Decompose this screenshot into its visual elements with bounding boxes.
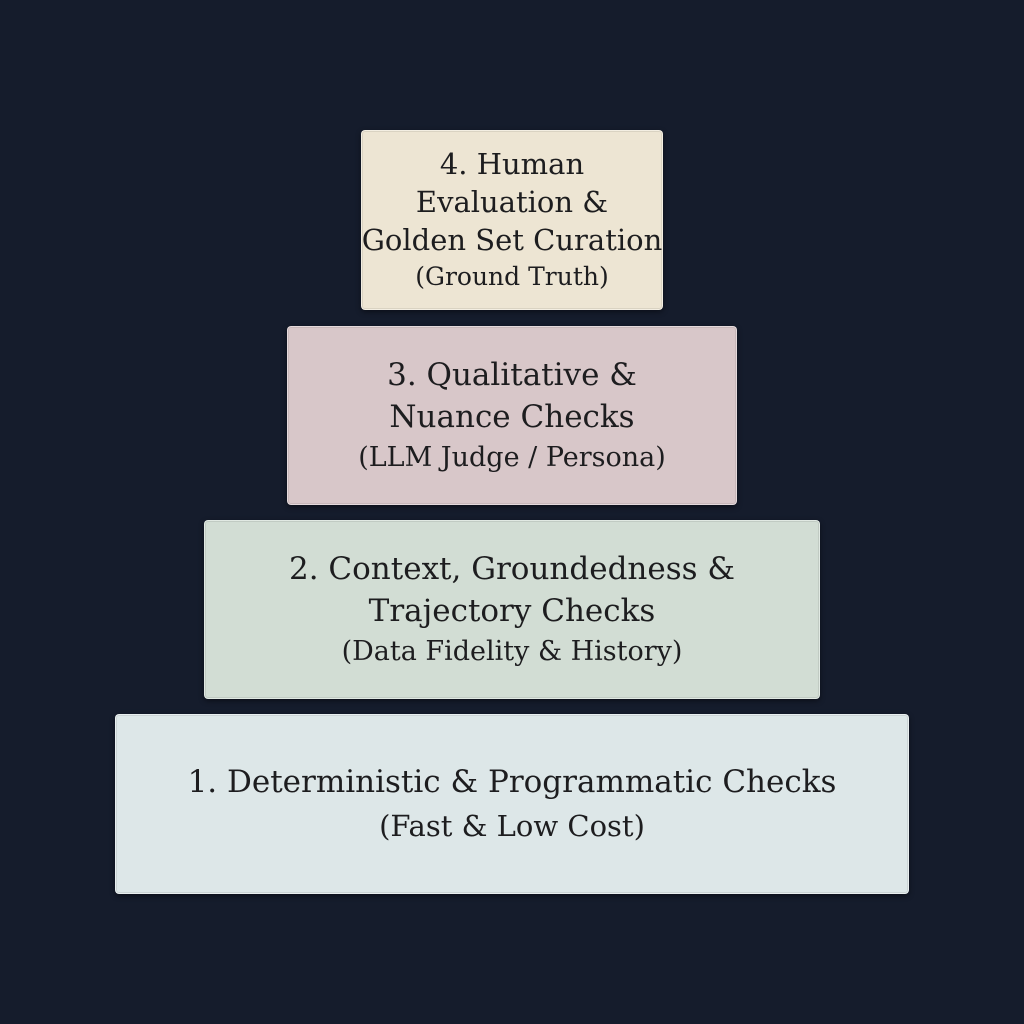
- tier-4-title-line-2: Evaluation &: [415, 185, 609, 219]
- tier-4-human-evaluation: 4. Human Evaluation & Golden Set Curatio…: [361, 130, 663, 310]
- tier-1-subtitle: (Fast & Low Cost): [379, 809, 645, 843]
- tier-3-title-line-2: Nuance Checks: [389, 398, 635, 435]
- tier-2-context-checks: 2. Context, Groundedness & Trajectory Ch…: [204, 520, 820, 699]
- tier-2-title-line-1: 2. Context, Groundedness &: [288, 550, 736, 587]
- tier-2-subtitle: (Data Fidelity & History): [341, 635, 683, 667]
- tier-4-title-line-1: 4. Human: [439, 147, 585, 181]
- tier-1-deterministic-checks: 1. Deterministic & Programmatic Checks (…: [115, 714, 909, 894]
- tier-2-title-line-2: Trajectory Checks: [368, 592, 656, 629]
- tier-3-qualitative-checks: 3. Qualitative & Nuance Checks (LLM Judg…: [287, 326, 737, 505]
- tier-4-subtitle: (Ground Truth): [415, 262, 609, 291]
- tier-4-title-line-3: Golden Set Curation: [361, 223, 663, 257]
- tier-3-title-line-1: 3. Qualitative &: [387, 356, 637, 393]
- tier-3-subtitle: (LLM Judge / Persona): [358, 441, 666, 473]
- tier-1-title-line-1: 1. Deterministic & Programmatic Checks: [187, 764, 837, 800]
